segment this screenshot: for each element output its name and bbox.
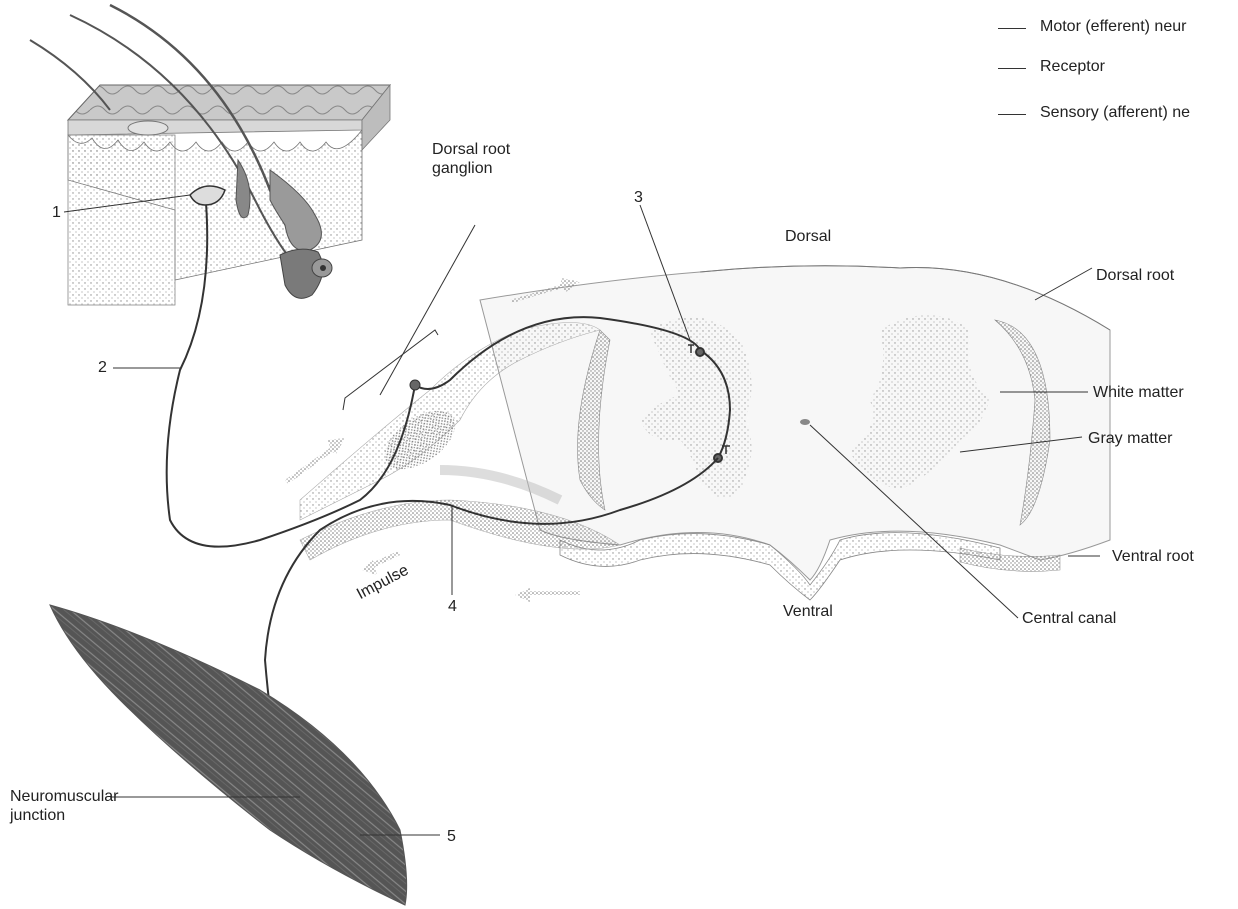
label-white-matter: White matter [1093,383,1184,402]
key-label: Sensory (afferent) ne [1040,104,1190,121]
label-central-canal: Central canal [1022,609,1116,628]
key-item-motor: Motor (efferent) neur [998,17,1186,36]
key-item-receptor: Receptor [998,57,1105,76]
label-dorsal-root-ganglion: Dorsal root ganglion [432,140,512,178]
key-item-sensory: Sensory (afferent) ne [998,103,1190,122]
number-4: 4 [448,597,457,616]
key-label: Motor (efferent) neur [1040,18,1186,35]
spinal-cord [480,266,1110,600]
answer-blank[interactable] [998,114,1026,115]
answer-blank[interactable] [998,68,1026,69]
number-2: 2 [98,358,107,377]
muscle [50,605,407,905]
number-1: 1 [52,203,61,222]
key-label: Receptor [1040,58,1105,75]
skin-block [68,85,390,305]
label-ventral-root: Ventral root [1112,547,1194,566]
sensory-cell-body [410,380,420,390]
label-ventral: Ventral [783,602,833,621]
answer-blank[interactable] [998,28,1026,29]
number-3: 3 [634,188,643,207]
label-neuromuscular-junction: Neuromuscular junction [10,787,110,825]
label-dorsal: Dorsal [785,227,831,246]
number-5: 5 [447,827,456,846]
label-gray-matter: Gray matter [1088,429,1172,448]
label-dorsal-root: Dorsal root [1096,266,1174,285]
